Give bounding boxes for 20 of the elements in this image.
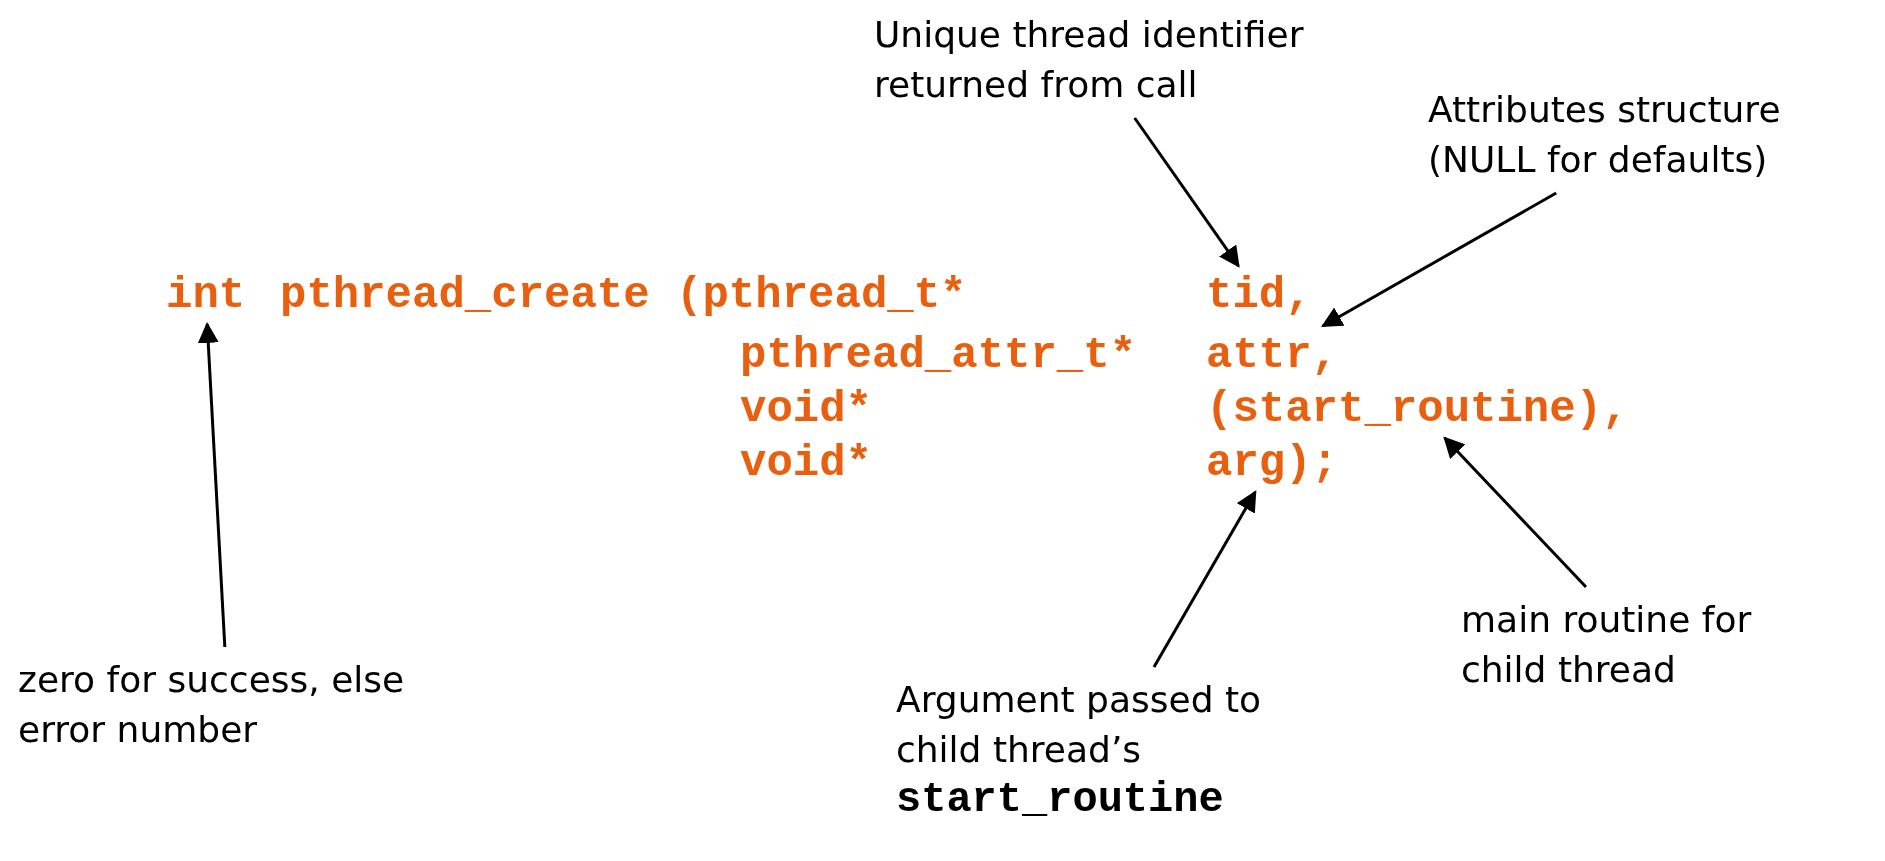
leader-arrow	[1321, 191, 1557, 328]
annotation-text: main routine for child thread	[1461, 595, 1821, 695]
code-text: pthread_create (pthread_t*	[280, 270, 967, 320]
code-identifier: start_routine	[896, 775, 1225, 825]
leader-arrow	[1152, 490, 1257, 668]
annotation-text: Attributes structure (NULL for defaults)	[1428, 85, 1885, 185]
code-text: pthread_attr_t*	[740, 330, 1137, 380]
code-text: void*	[740, 438, 873, 488]
parameter-name: tid,	[1206, 270, 1312, 320]
annotation-text: zero for success, else error number	[18, 655, 438, 755]
leader-arrow	[197, 321, 227, 648]
parameter-name: arg);	[1206, 438, 1339, 488]
code-text: void*	[740, 384, 873, 434]
annotation-text: Argument passed to child thread’s	[896, 678, 1263, 772]
parameter-name: attr,	[1206, 330, 1339, 380]
leader-arrow	[1443, 436, 1588, 589]
parameter-name: (start_routine),	[1206, 384, 1629, 434]
return-type-text: int	[166, 270, 246, 320]
annotation-text: Unique thread identifier returned from call	[874, 10, 1314, 110]
leader-arrow	[1133, 117, 1240, 268]
